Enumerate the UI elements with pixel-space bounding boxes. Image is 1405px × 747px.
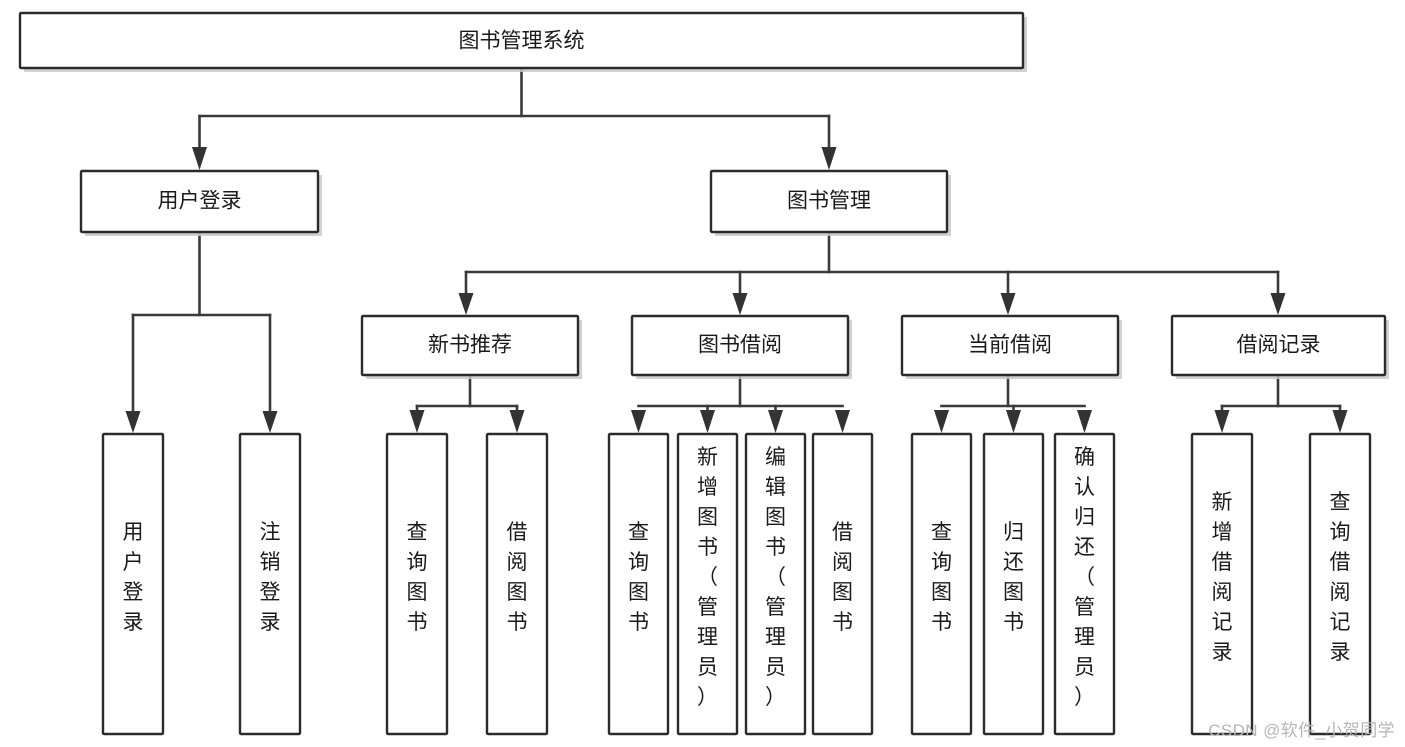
arrow-to-book-borrow: [732, 293, 748, 315]
node-book-management[interactable]: 图书管理: [709, 169, 951, 236]
leaf-return-book-label: 归还图书: [1003, 521, 1024, 634]
arrow-to-leaf-logout: [262, 411, 278, 433]
node-new-book-recommend[interactable]: 新书推荐: [360, 314, 582, 379]
arrow-to-leaf-add-record: [1214, 410, 1230, 433]
arrow-to-new-book-recommend: [458, 293, 474, 315]
node-leaf-logout[interactable]: 注销登录: [238, 432, 302, 736]
leaf-borrow-book-2-label: 借阅图书: [832, 521, 853, 634]
book-borrow-box[interactable]: [630, 314, 850, 377]
leaf-query-book-1-label: 查询图书: [407, 521, 428, 634]
leaf-query-record-box[interactable]: [1308, 432, 1372, 736]
leaf-confirm-return-box[interactable]: [1053, 432, 1116, 736]
node-root[interactable]: 图书管理系统: [18, 11, 1027, 72]
book-management-label: 图书管理: [787, 190, 871, 213]
leaf-nodes: 用户登录 注销登录 查询图书 借阅图书 查询图书 新增图书（管理员）: [101, 432, 1372, 736]
leaf-user-login-label: 用户登录: [123, 521, 144, 634]
leaf-add-record-box[interactable]: [1190, 432, 1254, 736]
user-login-label: 用户登录: [158, 190, 242, 213]
arrow-to-leaf-borrow-book-1: [509, 410, 525, 433]
root-box[interactable]: [18, 11, 1025, 70]
leaf-edit-book-box[interactable]: [744, 432, 807, 736]
arrow-to-leaf-edit-book: [768, 410, 783, 433]
new-book-recommend-label: 新书推荐: [428, 334, 512, 357]
node-leaf-edit-book[interactable]: 编辑图书（管理员）: [744, 432, 807, 736]
book-borrow-label: 图书借阅: [698, 334, 782, 357]
leaf-add-book-box[interactable]: [676, 432, 739, 736]
node-leaf-add-record[interactable]: 新增借阅记录: [1190, 432, 1254, 736]
node-leaf-query-book-1[interactable]: 查询图书: [385, 432, 449, 736]
node-leaf-user-login[interactable]: 用户登录: [101, 432, 165, 736]
node-leaf-confirm-return[interactable]: 确认归还（管理员）: [1053, 432, 1116, 736]
arrow-to-leaf-query-book-3: [934, 410, 949, 433]
nodes-layer: 图书管理系统 用户登录 图书管理 新书推荐 图书借阅 当前借阅: [18, 11, 1389, 736]
borrow-records-box[interactable]: [1170, 314, 1387, 377]
leaf-logout-box[interactable]: [238, 432, 302, 736]
leaf-query-book-3-label: 查询图书: [931, 521, 952, 634]
node-book-borrow[interactable]: 图书借阅: [630, 314, 852, 379]
node-user-login[interactable]: 用户登录: [79, 169, 322, 236]
node-borrow-records[interactable]: 借阅记录: [1170, 314, 1389, 379]
arrow-to-leaf-borrow-book-2: [835, 410, 850, 433]
root-label: 图书管理系统: [459, 30, 585, 53]
node-leaf-return-book[interactable]: 归还图书: [982, 432, 1045, 736]
node-leaf-query-book-2[interactable]: 查询图书: [607, 432, 670, 736]
arrow-to-leaf-user-login: [125, 411, 141, 433]
node-leaf-borrow-book-2[interactable]: 借阅图书: [811, 432, 874, 736]
node-leaf-add-book[interactable]: 新增图书（管理员）: [676, 432, 739, 736]
leaf-logout-label: 注销登录: [260, 521, 281, 634]
connectors-layer: [125, 66, 1348, 433]
book-management-box[interactable]: [709, 169, 949, 234]
leaf-add-book-label: 新增图书（管理员）: [697, 446, 718, 709]
arrow-to-leaf-query-book-2: [631, 410, 646, 433]
node-leaf-borrow-book-1[interactable]: 借阅图书: [485, 432, 549, 736]
leaf-borrow-book-1-box[interactable]: [485, 432, 549, 736]
arrow-to-current-borrow: [1000, 293, 1016, 315]
arrow-to-leaf-query-book-1: [409, 410, 425, 433]
current-borrow-box[interactable]: [900, 314, 1120, 377]
node-current-borrow[interactable]: 当前借阅: [900, 314, 1122, 379]
node-leaf-query-book-3[interactable]: 查询图书: [910, 432, 973, 736]
arrow-to-book-management: [821, 147, 837, 170]
leaf-query-book-3-box[interactable]: [910, 432, 973, 736]
leaf-edit-book-label: 编辑图书（管理员）: [765, 446, 786, 709]
arrow-to-leaf-query-record: [1332, 410, 1348, 433]
current-borrow-label: 当前借阅: [968, 334, 1052, 357]
csdn-watermark: CSDN @软件_小贺同学: [1208, 721, 1395, 740]
leaf-query-record-label: 查询借阅记录: [1330, 491, 1351, 664]
leaf-add-record-label: 新增借阅记录: [1212, 491, 1233, 664]
new-book-recommend-box[interactable]: [360, 314, 580, 377]
leaf-query-book-1-box[interactable]: [385, 432, 449, 736]
arrow-to-borrow-records: [1270, 293, 1286, 315]
leaf-user-login-box[interactable]: [101, 432, 165, 736]
arrow-to-leaf-add-book: [700, 410, 715, 433]
leaf-confirm-return-label: 确认归还（管理员）: [1074, 446, 1095, 709]
node-leaf-query-record[interactable]: 查询借阅记录: [1308, 432, 1372, 736]
user-login-box[interactable]: [79, 169, 320, 234]
arrow-to-leaf-confirm-return: [1077, 410, 1092, 433]
leaf-return-book-box[interactable]: [982, 432, 1045, 736]
leaf-query-book-2-box[interactable]: [607, 432, 670, 736]
arrow-to-leaf-return-book: [1006, 410, 1021, 433]
borrow-records-label: 借阅记录: [1237, 334, 1321, 357]
arrow-to-user-login: [192, 147, 207, 170]
leaf-borrow-book-1-label: 借阅图书: [507, 521, 528, 634]
leaf-query-book-2-label: 查询图书: [628, 521, 649, 634]
leaf-borrow-book-2-box[interactable]: [811, 432, 874, 736]
